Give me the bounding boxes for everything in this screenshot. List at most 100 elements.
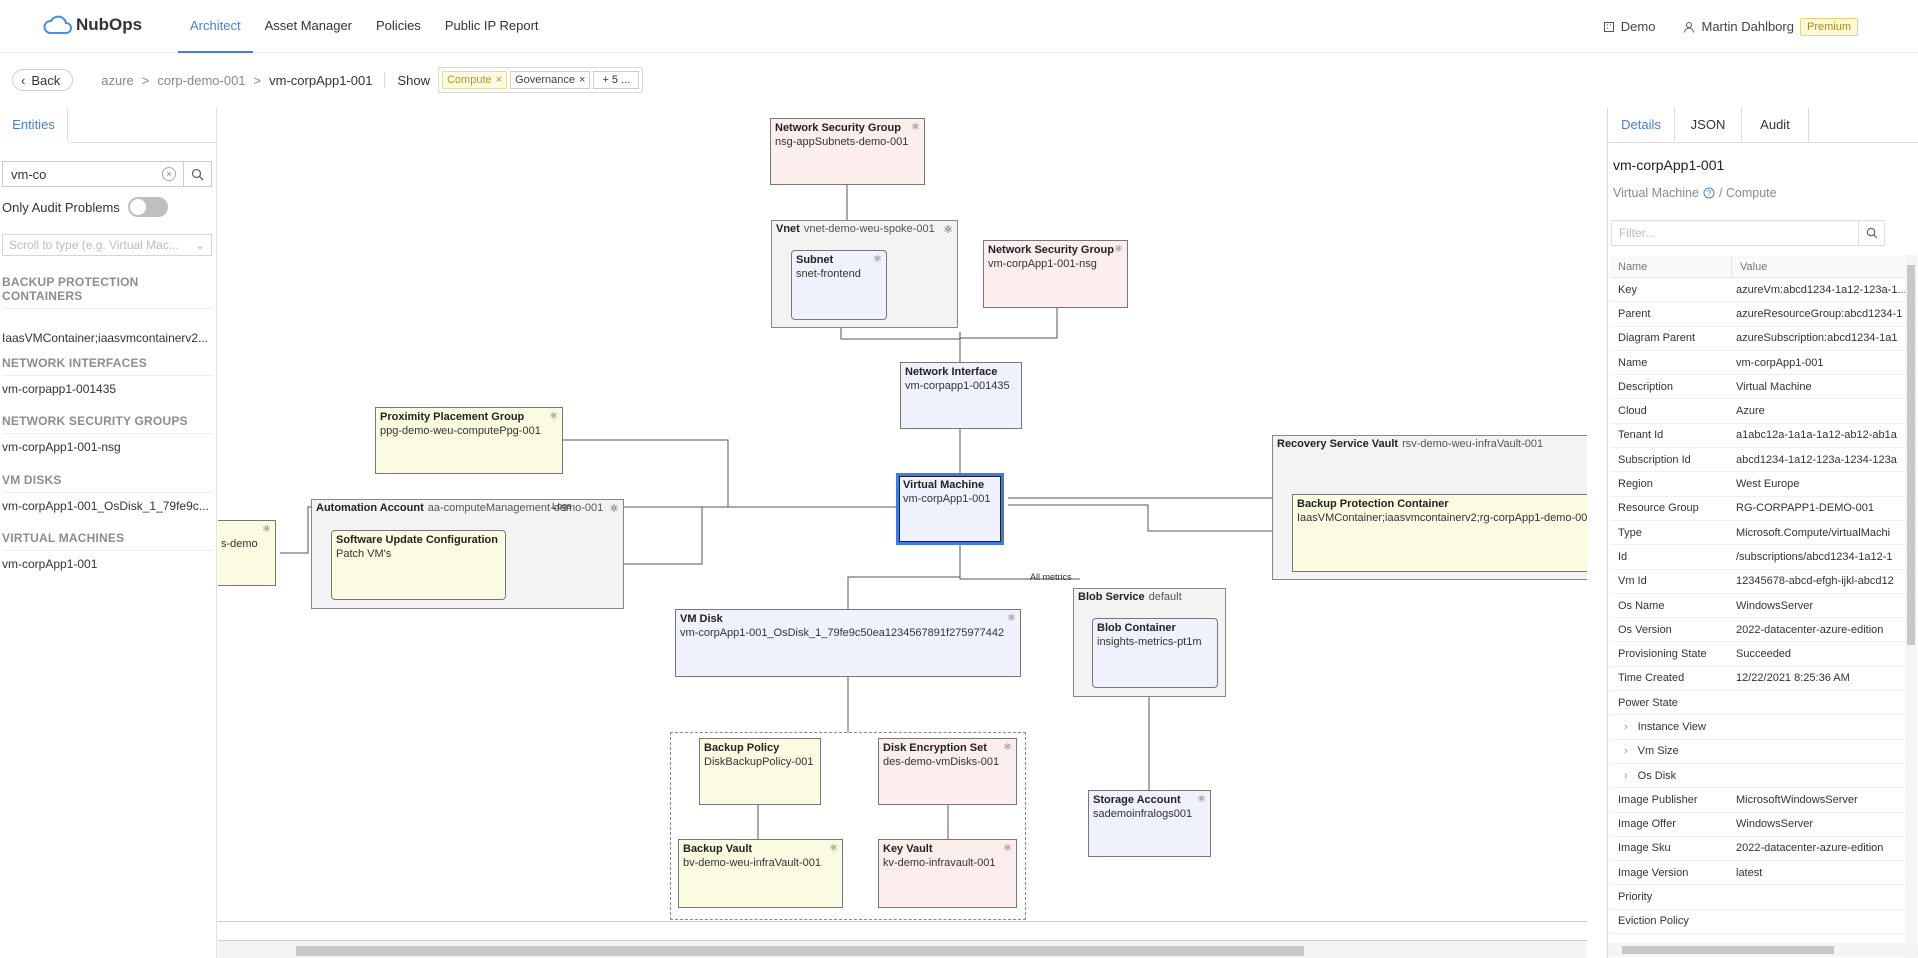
node-key-vault[interactable]: Key Vault kv-demo-infravault-001 ⚛ xyxy=(878,839,1017,908)
audit-toggle[interactable] xyxy=(127,197,168,217)
table-row[interactable]: Power State xyxy=(1610,691,1918,716)
table-row[interactable]: Os Disk xyxy=(1610,764,1918,789)
logo[interactable]: NubOps xyxy=(42,14,142,36)
tab-details[interactable]: Details xyxy=(1608,107,1675,142)
node-network-interface[interactable]: Network Interface vm-corpapp1-001435 xyxy=(900,362,1022,429)
nav-asset-manager[interactable]: Asset Manager xyxy=(264,18,353,33)
chip-more[interactable]: + 5 ... xyxy=(593,71,640,89)
list-item[interactable]: vm-corpApp1-001 xyxy=(2,557,98,571)
nav-public-ip-report[interactable]: Public IP Report xyxy=(444,18,539,33)
node-software-update-config[interactable]: Software Update Configuration Patch VM's xyxy=(331,530,506,600)
scroll-thumb[interactable] xyxy=(296,946,1304,956)
node-nsg-subnets[interactable]: Network Security Group nsg-appSubnets-de… xyxy=(770,118,925,185)
node-backup-policy[interactable]: Backup Policy DiskBackupPolicy-001 xyxy=(699,738,821,805)
properties-horizontal-scrollbar[interactable] xyxy=(1608,943,1918,957)
hierarchy-icon[interactable]: ⚛ xyxy=(1114,244,1123,255)
column-header-value[interactable]: Value xyxy=(1740,261,1768,273)
table-row[interactable]: Instance View xyxy=(1610,715,1918,740)
table-row[interactable]: Id/subscriptions/abcd1234-1a12-1 xyxy=(1610,545,1918,570)
column-header-name[interactable]: Name xyxy=(1610,256,1732,277)
node-offscreen-left[interactable]: s-demo ⚛ xyxy=(218,520,276,586)
hierarchy-icon[interactable]: ⚛ xyxy=(549,411,558,422)
chip-governance[interactable]: Governance × xyxy=(510,71,591,89)
close-icon[interactable]: × xyxy=(495,74,503,86)
search-input[interactable] xyxy=(2,161,184,187)
workspace-selector[interactable]: Demo xyxy=(1603,19,1655,34)
architecture-diagram[interactable]: Network Security Group nsg-appSubnets-de… xyxy=(218,107,1587,958)
node-nsg-vm[interactable]: Network Security Group vm-corpApp1-001-n… xyxy=(983,240,1128,308)
properties-vertical-scrollbar[interactable] xyxy=(1905,255,1917,958)
node-vm-disk[interactable]: VM Disk vm-corpApp1-001_OsDisk_1_79fe9c5… xyxy=(675,609,1021,677)
table-row[interactable]: Eviction Policy xyxy=(1610,910,1918,935)
tab-audit[interactable]: Audit xyxy=(1742,107,1809,142)
table-row[interactable]: Vm Size xyxy=(1610,740,1918,764)
filter-search-button[interactable] xyxy=(1859,220,1885,246)
close-icon[interactable]: × xyxy=(579,74,586,86)
hierarchy-icon[interactable]: ⚛ xyxy=(829,843,838,854)
tab-json[interactable]: JSON xyxy=(1675,107,1742,142)
type-select[interactable]: Scroll to type (e.g. Virtual Mac... ⌄ xyxy=(2,234,212,256)
list-item[interactable]: IaasVMContainer;iaasvmcontainerv2... xyxy=(2,331,209,345)
node-storage-account[interactable]: Storage Account sademoinfralogs001 ⚛ xyxy=(1088,790,1211,857)
crumb-subscription[interactable]: corp-demo-001 xyxy=(157,72,246,88)
hierarchy-icon[interactable]: ⚛ xyxy=(873,254,882,265)
show-filter[interactable]: Compute× Governance × + 5 ... xyxy=(437,67,644,93)
diagram-horizontal-scrollbar[interactable] xyxy=(218,940,1587,958)
list-item[interactable]: vm-corpApp1-001_OsDisk_1_79fe9c... xyxy=(2,499,209,513)
node-proximity-placement-group[interactable]: Proximity Placement Group ppg-demo-weu-c… xyxy=(375,407,563,474)
hierarchy-icon[interactable]: ⚛ xyxy=(262,524,271,535)
node-virtual-machine-selected[interactable]: Virtual Machine vm-corpApp1-001 xyxy=(896,473,1004,545)
property-filter-input[interactable]: Filter... xyxy=(1611,220,1859,246)
hierarchy-icon[interactable]: ⚛ xyxy=(1003,742,1012,753)
node-backup-protection-container[interactable]: Backup Protection Container IaasVMContai… xyxy=(1292,494,1587,572)
hierarchy-icon[interactable]: ⚛ xyxy=(943,224,953,236)
back-button[interactable]: ‹ Back xyxy=(12,69,74,91)
property-value: 12/22/2021 8:25:36 AM xyxy=(1736,672,1850,685)
nav-policies[interactable]: Policies xyxy=(376,18,421,33)
help-icon[interactable]: ? xyxy=(1703,187,1715,199)
node-subnet[interactable]: Subnet snet-frontend ⚛ xyxy=(791,250,887,320)
chip-compute[interactable]: Compute× xyxy=(441,71,508,89)
chip-label: Governance xyxy=(515,74,575,86)
scroll-thumb[interactable] xyxy=(1622,946,1834,954)
hierarchy-icon[interactable]: ⚛ xyxy=(911,122,920,133)
nav-architect[interactable]: Architect xyxy=(178,0,253,53)
hierarchy-icon[interactable]: ⚛ xyxy=(1003,843,1012,854)
hierarchy-icon[interactable]: ⚛ xyxy=(1007,613,1016,624)
node-backup-vault[interactable]: Backup Vault bv-demo-weu-infraVault-001 … xyxy=(678,839,843,908)
hierarchy-icon[interactable]: ⚛ xyxy=(1197,794,1206,805)
list-item[interactable]: vm-corpapp1-001435 xyxy=(2,382,117,396)
crumb-azure[interactable]: azure xyxy=(101,72,134,88)
scroll-thumb[interactable] xyxy=(1907,265,1915,645)
hierarchy-icon[interactable]: ⚛ xyxy=(609,503,619,515)
list-item[interactable]: vm-corpApp1-001-nsg xyxy=(2,440,121,454)
tab-entities[interactable]: Entities xyxy=(0,107,68,143)
search-button[interactable] xyxy=(184,161,212,187)
user-menu[interactable]: Martin Dahlborg Premium xyxy=(1683,17,1858,36)
table-row[interactable]: Priority xyxy=(1610,885,1918,910)
clear-icon[interactable]: × xyxy=(162,167,176,181)
node-disk-encryption-set[interactable]: Disk Encryption Set des-demo-vmDisks-001… xyxy=(878,738,1017,805)
node-blob-container[interactable]: Blob Container insights-metrics-pt1m xyxy=(1092,618,1218,688)
property-value: MicrosoftWindowsServer xyxy=(1736,793,1858,806)
